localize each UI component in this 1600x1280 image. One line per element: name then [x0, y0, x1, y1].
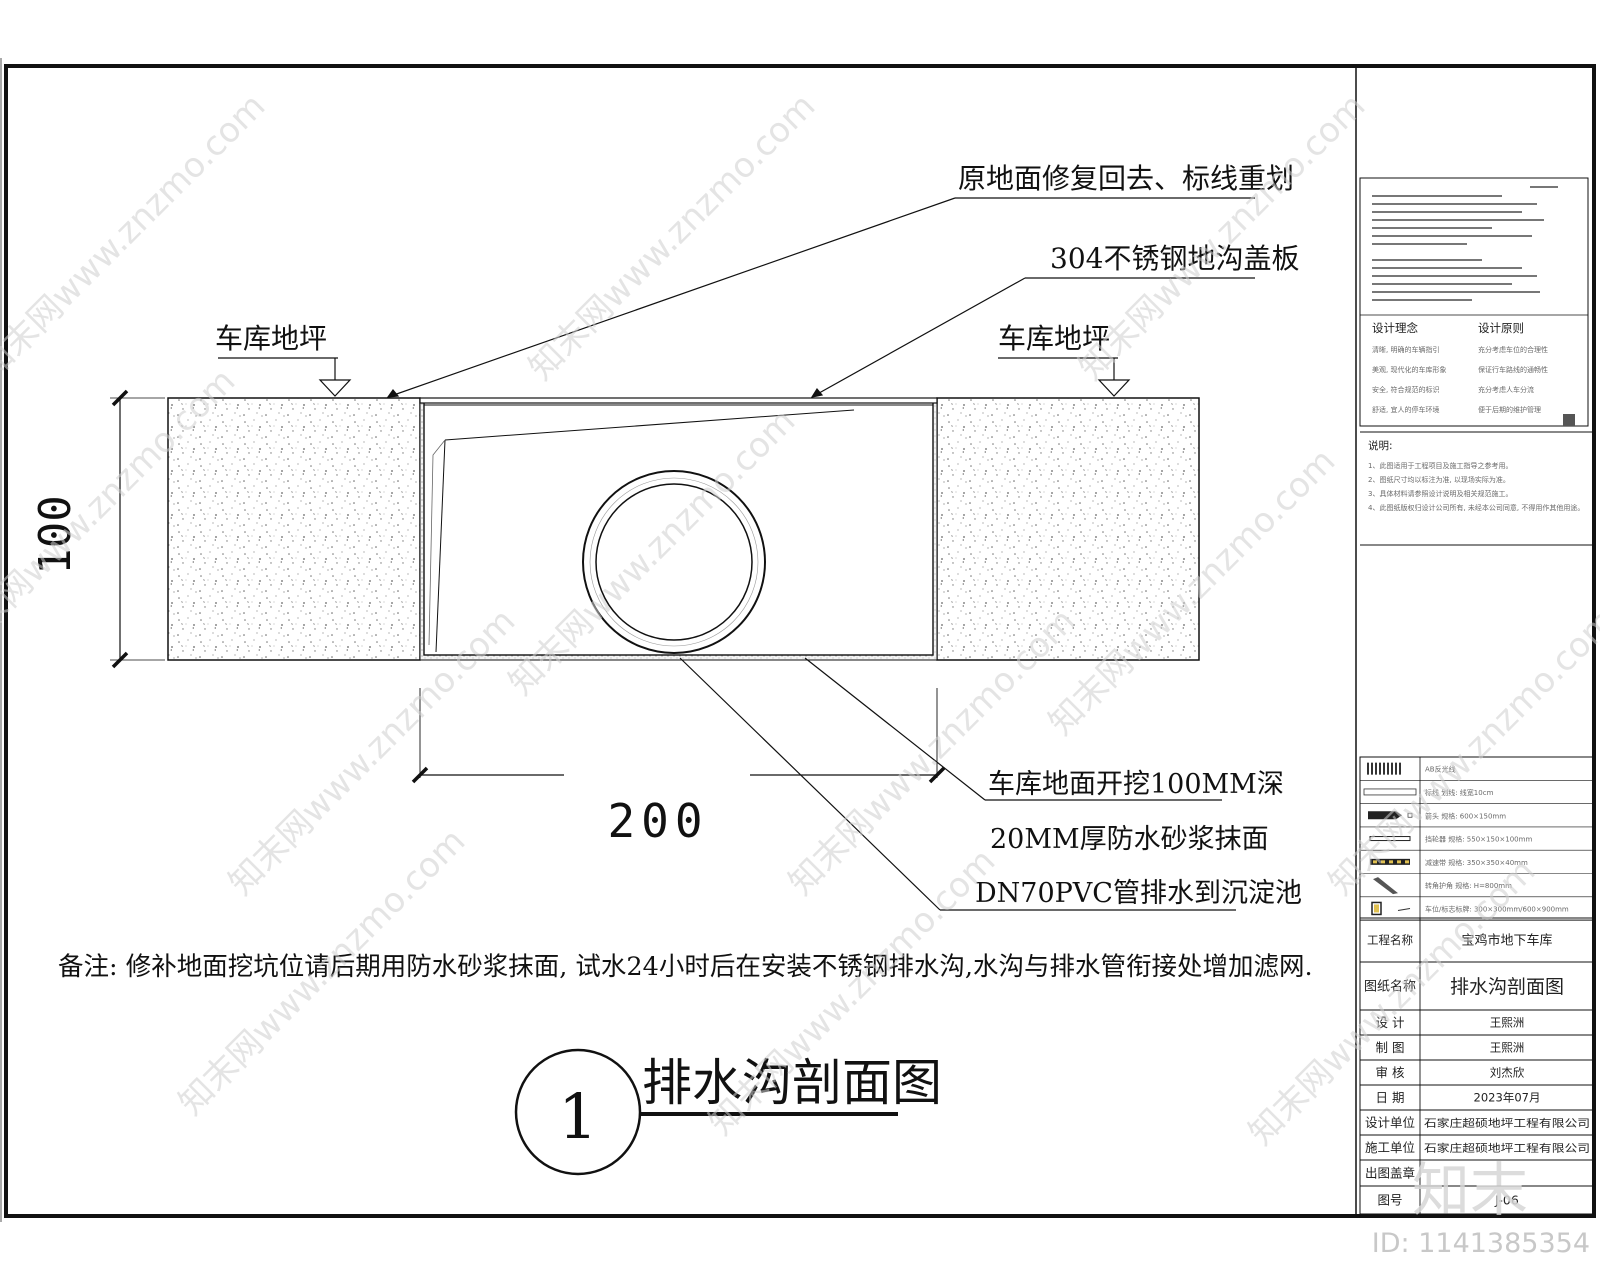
cover-plate [419, 397, 938, 404]
legend-label: 转角护角 规格: H=800mm [1425, 881, 1512, 890]
principle-left: 舒适, 宜人的停车环境 [1372, 405, 1439, 414]
note-item: 4、此图纸版权归设计公司所有, 未经本公司同意, 不得用作其他用途。 [1368, 503, 1584, 512]
principle-right: 保证行车路线的通畅性 [1478, 365, 1548, 374]
dimension-width-text: 200 [607, 794, 708, 848]
corner-guard-icon [1373, 877, 1398, 895]
principle-right: 便于后期的维护管理 [1478, 405, 1541, 414]
note-item: 3、具体材料请参照设计说明及相关规范施工。 [1368, 489, 1512, 498]
note-item: 1、此图适用于工程项目及施工指导之参考用。 [1368, 461, 1512, 470]
slope-line [444, 409, 855, 441]
info-value: 刘杰欣 [1490, 1066, 1525, 1080]
info-label: 施工单位 [1365, 1140, 1415, 1155]
legend-label: 箭头 规格: 600×150mm [1425, 811, 1506, 820]
spec-text-block [1372, 186, 1558, 301]
section-title: 排水沟剖面图 [642, 1054, 942, 1112]
id-label: ID: 1141385354 [1372, 1228, 1590, 1259]
legend-label: 车位/标志标牌: 300×300mm/600×900mm [1425, 904, 1569, 913]
section-number: 1 [558, 1080, 597, 1153]
label-pipe: DN70PVC管排水到沉淀池 [975, 878, 1302, 909]
label-mortar: 20MM厚防水砂浆抹面 [990, 824, 1269, 855]
info-value: J-06 [1494, 1193, 1519, 1208]
arrow-icon [1368, 811, 1413, 820]
label-surface-restore: 原地面修复回去、标线重划 [958, 162, 1294, 195]
info-table: 工程名称宝鸡市地下车库图纸名称排水沟剖面图设 计王熙洲制 图王熙洲审 核刘杰欣日… [1359, 917, 1595, 1215]
principle-left: 清晰, 明确的车辆指引 [1372, 345, 1439, 354]
legend-label: 标线 划线: 线宽10cm [1425, 788, 1494, 797]
info-label: 出图盖章 [1365, 1166, 1415, 1181]
dimension-width [411, 688, 946, 784]
dimension-height [110, 389, 165, 669]
sheet-border [4, 64, 1596, 1218]
level-marker-right [998, 357, 1131, 397]
info-value: 王熙洲 [1490, 1041, 1525, 1055]
notes-items: 1、此图适用于工程项目及施工指导之参考用。 2、图纸尺寸均以标注为准, 以现场实际… [1368, 461, 1584, 512]
label-cover-plate: 304不锈钢地沟盖板 [1050, 242, 1299, 275]
trench-section [167, 397, 1200, 661]
principle-left: 安全, 符合规范的标识 [1372, 385, 1439, 394]
note-item: 2、图纸尺寸均以标注为准, 以现场实际为准。 [1368, 475, 1510, 484]
reflective-stripe-icon [1367, 762, 1401, 775]
label-excavate: 车库地面开挖100MM深 [988, 769, 1284, 800]
info-value: 2023年07月 [1474, 1091, 1541, 1105]
marking-line-icon [1363, 788, 1417, 796]
label-floor-left: 车库地坪 [215, 322, 327, 355]
info-label: 日 期 [1376, 1090, 1405, 1105]
info-label: 图纸名称 [1364, 979, 1416, 995]
notes-heading: 说明: [1368, 439, 1393, 452]
info-label: 设 计 [1376, 1015, 1405, 1030]
info-value: 王熙洲 [1490, 1016, 1525, 1030]
info-label: 工程名称 [1367, 933, 1413, 947]
logo-text: 知末 [1412, 1156, 1528, 1224]
dimension-height-text: 100 [30, 495, 81, 574]
principle-right: 充分考虑车位的合理性 [1478, 345, 1548, 354]
info-value: 排水沟剖面图 [1450, 976, 1564, 998]
principle-right: 充分考虑人车分流 [1478, 385, 1534, 394]
label-floor-right: 车库地坪 [998, 322, 1110, 355]
info-value: 石家庄超硕地坪工程有限公司 [1424, 1116, 1590, 1129]
info-label: 制 图 [1376, 1040, 1405, 1055]
legend-label: 减速带 规格: 350×350×40mm [1425, 858, 1528, 867]
principles-heading-right: 设计原则 [1478, 321, 1524, 335]
info-label: 审 核 [1376, 1065, 1405, 1080]
info-value: 石家庄超硕地坪工程有限公司 [1424, 1141, 1590, 1154]
section-title-group [514, 1048, 898, 1176]
sign-icon [1371, 901, 1411, 916]
level-marker-left [218, 357, 352, 397]
info-label: 设计单位 [1365, 1115, 1415, 1130]
wheel-stopper-icon [1369, 836, 1411, 842]
legend-label: AB反光线 [1425, 765, 1456, 774]
floor-slab-left [167, 397, 421, 661]
info-label: 图号 [1377, 1193, 1402, 1208]
info-value: 宝鸡市地下车库 [1461, 933, 1552, 949]
speed-bump-icon [1370, 858, 1410, 865]
principle-left: 美观, 现代化的车库形象 [1372, 365, 1446, 374]
legend-label: 挡轮器 规格: 550×150×100mm [1425, 835, 1532, 844]
leader-lines [386, 197, 1255, 911]
drawing-note: 备注: 修补地面挖坑位请后期用防水砂浆抹面, 试水24小时后在安装不锈钢排水沟,… [58, 952, 1313, 982]
principles-heading-left: 设计理念 [1372, 321, 1418, 335]
